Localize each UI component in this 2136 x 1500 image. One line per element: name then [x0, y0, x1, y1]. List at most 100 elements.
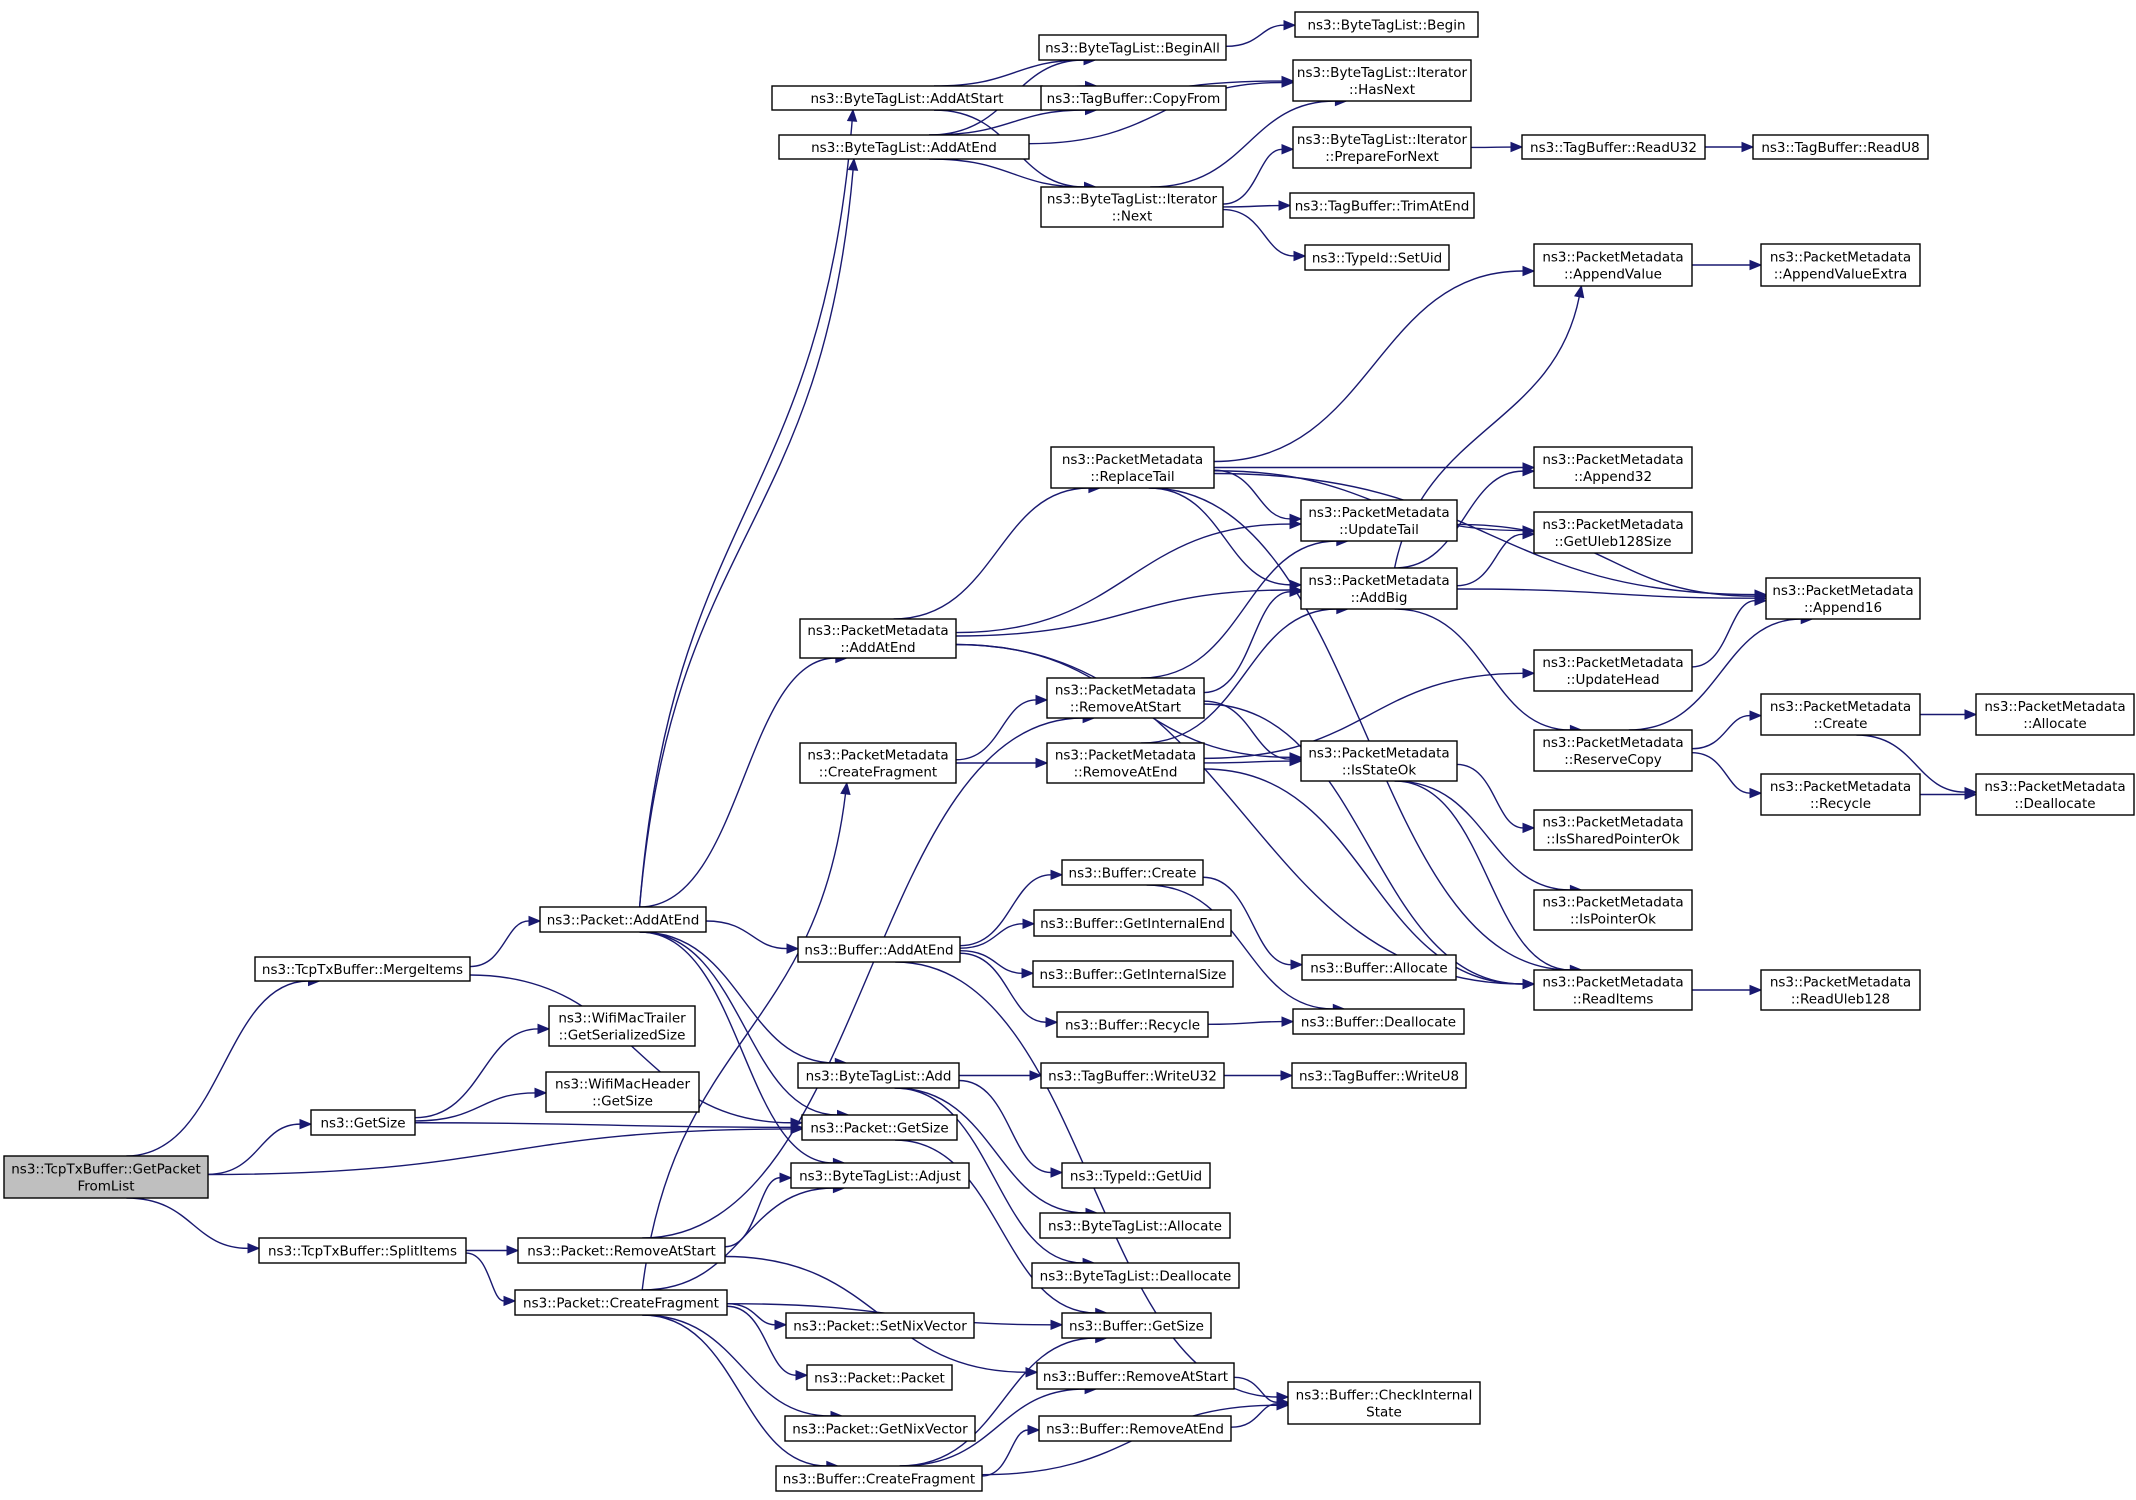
node-box[interactable]	[799, 618, 957, 659]
node-pmis-shared-pointer-ok[interactable]: ns3::PacketMetadata::IsSharedPointerOk	[1533, 809, 1693, 851]
node-box[interactable]	[785, 1312, 975, 1339]
node-box[interactable]	[1294, 11, 1479, 38]
node-wifi-mac-header-get-size[interactable]: ns3::WifiMacHeader::GetSize	[545, 1071, 700, 1113]
node-type-id-set-uid[interactable]: ns3::TypeId::SetUid	[1304, 244, 1450, 271]
node-packet-get-nix-vector[interactable]: ns3::Packet::GetNixVector	[784, 1415, 976, 1442]
node-pmupdate-tail[interactable]: ns3::PacketMetadata::UpdateTail	[1300, 499, 1458, 542]
node-box[interactable]	[775, 1465, 983, 1492]
node-box[interactable]	[799, 742, 957, 784]
node-pmappend-value-extra[interactable]: ns3::PacketMetadata::AppendValueExtra	[1760, 243, 1921, 287]
node-buf-create[interactable]: ns3::Buffer::Create	[1061, 859, 1204, 886]
node-box[interactable]	[806, 1364, 953, 1391]
node-wifi-mac-trailer-get-serialized-size[interactable]: ns3::WifiMacTrailer::GetSerializedSize	[548, 1005, 696, 1047]
node-btlbegin-all[interactable]: ns3::ByteTagList::BeginAll	[1038, 34, 1227, 61]
node-box[interactable]	[1036, 1362, 1235, 1390]
node-box[interactable]	[797, 936, 961, 963]
node-btlbegin[interactable]: ns3::ByteTagList::Begin	[1294, 11, 1479, 38]
node-btladjust[interactable]: ns3::ByteTagList::Adjust	[790, 1162, 970, 1189]
node-buf-allocate[interactable]: ns3::Buffer::Allocate	[1301, 954, 1457, 981]
node-pmis-state-ok[interactable]: ns3::PacketMetadata::IsStateOk	[1300, 740, 1458, 782]
node-box[interactable]	[1533, 243, 1693, 287]
node-pmread-items[interactable]: ns3::PacketMetadata::ReadItems	[1533, 969, 1693, 1011]
node-pmrecycle[interactable]: ns3::PacketMetadata::Recycle	[1760, 773, 1921, 816]
node-box[interactable]	[1033, 909, 1232, 937]
node-tbread-u32[interactable]: ns3::TagBuffer::ReadU32	[1521, 134, 1706, 160]
node-packet-remove-at-start[interactable]: ns3::Packet::RemoveAtStart	[517, 1237, 726, 1264]
node-box[interactable]	[1521, 134, 1706, 160]
node-split-items[interactable]: ns3::TcpTxBuffer::SplitItems	[258, 1237, 467, 1264]
node-box[interactable]	[797, 1062, 960, 1089]
node-box[interactable]	[1760, 693, 1921, 736]
node-pmremove-at-end[interactable]: ns3::PacketMetadata::RemoveAtEnd	[1046, 742, 1205, 784]
node-buf-remove-at-start[interactable]: ns3::Buffer::RemoveAtStart	[1036, 1362, 1235, 1390]
node-box[interactable]	[1061, 1162, 1211, 1189]
node-btlallocate[interactable]: ns3::ByteTagList::Allocate	[1039, 1212, 1231, 1239]
node-pmappend16[interactable]: ns3::PacketMetadata::Append16	[1765, 577, 1921, 620]
node-btladd-at-start[interactable]: ns3::ByteTagList::AddAtStart	[771, 85, 1043, 111]
node-buf-get-internal-end[interactable]: ns3::Buffer::GetInternalEnd	[1033, 909, 1232, 937]
node-box[interactable]	[1289, 192, 1475, 219]
node-buf-deallocate[interactable]: ns3::Buffer::Deallocate	[1292, 1008, 1465, 1035]
node-pmreserve-copy[interactable]: ns3::PacketMetadata::ReserveCopy	[1533, 729, 1693, 772]
node-pmappend32[interactable]: ns3::PacketMetadata::Append32	[1533, 446, 1693, 489]
node-pmdeallocate[interactable]: ns3::PacketMetadata::Deallocate	[1975, 773, 2135, 816]
node-box[interactable]	[1760, 243, 1921, 287]
node-tbread-u8[interactable]: ns3::TagBuffer::ReadU8	[1752, 134, 1929, 160]
node-box[interactable]	[1533, 809, 1693, 851]
node-box[interactable]	[790, 1162, 970, 1189]
node-btliter-next[interactable]: ns3::ByteTagList::Iterator::Next	[1040, 186, 1224, 228]
node-box[interactable]	[1533, 446, 1693, 489]
node-box[interactable]	[1046, 677, 1205, 719]
node-box[interactable]	[1040, 1062, 1225, 1089]
node-buf-remove-at-end[interactable]: ns3::Buffer::RemoveAtEnd	[1038, 1415, 1232, 1442]
node-pmappend-value[interactable]: ns3::PacketMetadata::AppendValue	[1533, 243, 1693, 287]
node-box[interactable]	[1301, 954, 1457, 981]
node-box[interactable]	[1533, 649, 1693, 692]
node-box[interactable]	[545, 1071, 700, 1113]
node-box[interactable]	[258, 1237, 467, 1264]
node-pmis-pointer-ok[interactable]: ns3::PacketMetadata::IsPointerOk	[1533, 889, 1693, 931]
node-box[interactable]	[1975, 693, 2135, 736]
node-box[interactable]	[517, 1237, 726, 1264]
node-buf-add-at-end[interactable]: ns3::Buffer::AddAtEnd	[797, 936, 961, 963]
node-box[interactable]	[3, 1155, 209, 1199]
node-box[interactable]	[1040, 85, 1227, 111]
node-box[interactable]	[1038, 34, 1227, 61]
node-box[interactable]	[1292, 1008, 1465, 1035]
node-box[interactable]	[1752, 134, 1929, 160]
node-box[interactable]	[514, 1289, 728, 1316]
node-box[interactable]	[1533, 729, 1693, 772]
node-box[interactable]	[1287, 1381, 1481, 1425]
node-btliter-prepare-for-next[interactable]: ns3::ByteTagList::Iterator::PrepareForNe…	[1292, 126, 1472, 169]
node-type-id-get-uid[interactable]: ns3::TypeId::GetUid	[1061, 1162, 1211, 1189]
node-box[interactable]	[1050, 446, 1215, 489]
node-box[interactable]	[1032, 960, 1234, 988]
node-box[interactable]	[1975, 773, 2135, 816]
node-buf-get-size[interactable]: ns3::Buffer::GetSize	[1061, 1312, 1212, 1339]
node-box[interactable]	[771, 85, 1043, 111]
node-box[interactable]	[1760, 773, 1921, 816]
node-box[interactable]	[1039, 1212, 1231, 1239]
node-box[interactable]	[310, 1109, 416, 1136]
node-tbtrim-at-end[interactable]: ns3::TagBuffer::TrimAtEnd	[1289, 192, 1475, 219]
node-box[interactable]	[548, 1005, 696, 1047]
node-tbcopy-from[interactable]: ns3::TagBuffer::CopyFrom	[1040, 85, 1227, 111]
node-pmcreate[interactable]: ns3::PacketMetadata::Create	[1760, 693, 1921, 736]
node-box[interactable]	[778, 134, 1030, 160]
node-box[interactable]	[1533, 889, 1693, 931]
node-box[interactable]	[1304, 244, 1450, 271]
node-tbwrite-u8[interactable]: ns3::TagBuffer::WriteU8	[1291, 1062, 1467, 1089]
node-packet-set-nix-vector[interactable]: ns3::Packet::SetNixVector	[785, 1312, 975, 1339]
node-box[interactable]	[1300, 740, 1458, 782]
node-packet-add-at-end[interactable]: ns3::Packet::AddAtEnd	[539, 906, 707, 933]
node-merge-items[interactable]: ns3::TcpTxBuffer::MergeItems	[254, 956, 471, 982]
node-packet-packet[interactable]: ns3::Packet::Packet	[806, 1364, 953, 1391]
node-box[interactable]	[1292, 59, 1472, 102]
node-box[interactable]	[1031, 1262, 1240, 1289]
node-pmadd-big[interactable]: ns3::PacketMetadata::AddBig	[1300, 567, 1458, 610]
node-box[interactable]	[784, 1415, 976, 1442]
node-box[interactable]	[1291, 1062, 1467, 1089]
node-buf-create-fragment[interactable]: ns3::Buffer::CreateFragment	[775, 1465, 983, 1492]
